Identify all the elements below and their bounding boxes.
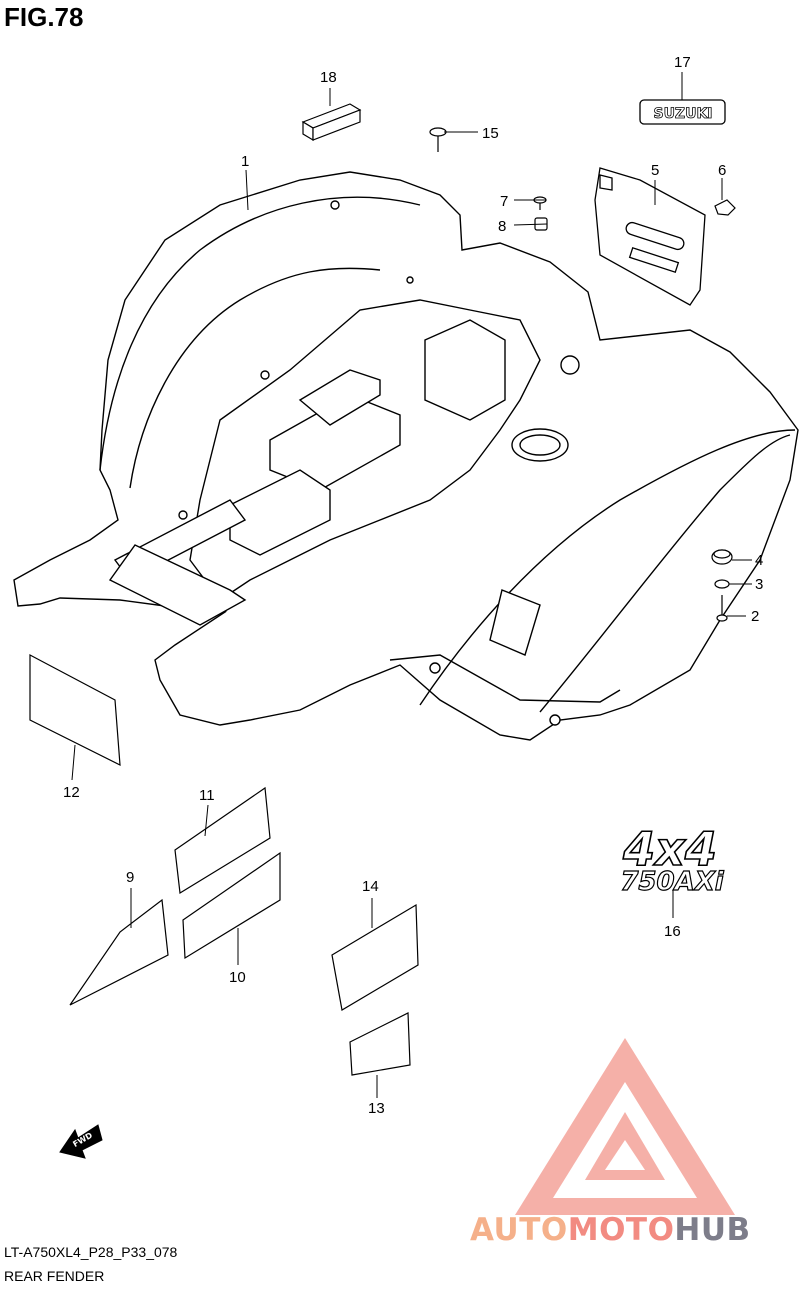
diagram-code: LT-A750XL4_P28_P33_078 (4, 1244, 178, 1260)
badge-4x4-text: 4x4 (622, 822, 717, 876)
callout-9: 9 (126, 869, 135, 886)
callout-4: 4 (755, 552, 764, 569)
callout-17: 17 (674, 54, 691, 71)
callout-8: 8 (498, 218, 507, 235)
fwd-arrow-icon: FWD (59, 1124, 103, 1159)
bracket-part-5 (594, 167, 706, 306)
callout-3: 3 (755, 576, 764, 593)
callout-12: 12 (63, 784, 80, 801)
diagram-name: REAR FENDER (4, 1268, 105, 1284)
callout-7: 7 (500, 193, 509, 210)
callout-6: 6 (718, 162, 727, 179)
badge-4x4-part-16: 4x4 750AXi (620, 821, 726, 897)
watermark-hub: HUB (674, 1212, 751, 1248)
callout-15: 15 (482, 125, 499, 142)
rubber-block-part-18 (301, 103, 362, 142)
callout-13: 13 (368, 1100, 385, 1117)
watermark-auto: AUTO (470, 1212, 568, 1248)
callout-1: 1 (241, 153, 250, 170)
callout-11: 11 (199, 787, 215, 804)
watermark-text: AUTOMOTOHUB (470, 1212, 751, 1248)
watermark-moto: MOTO (567, 1212, 675, 1248)
decal-parts (29, 654, 419, 1076)
rear-fender-part-1 (13, 171, 799, 741)
callout-2: 2 (751, 608, 760, 625)
suzuki-emblem-text: SUZUKI (653, 106, 712, 122)
callout-5: 5 (651, 162, 660, 179)
watermark-logo (515, 1038, 735, 1215)
suzuki-emblem-part-17: SUZUKI (639, 99, 726, 125)
leader-lines (71, 72, 752, 1098)
figure-title: FIG.78 (4, 2, 84, 32)
callout-18: 18 (320, 69, 337, 86)
callout-16: 16 (664, 923, 681, 940)
callout-10: 10 (229, 969, 246, 986)
callout-14: 14 (362, 878, 379, 895)
